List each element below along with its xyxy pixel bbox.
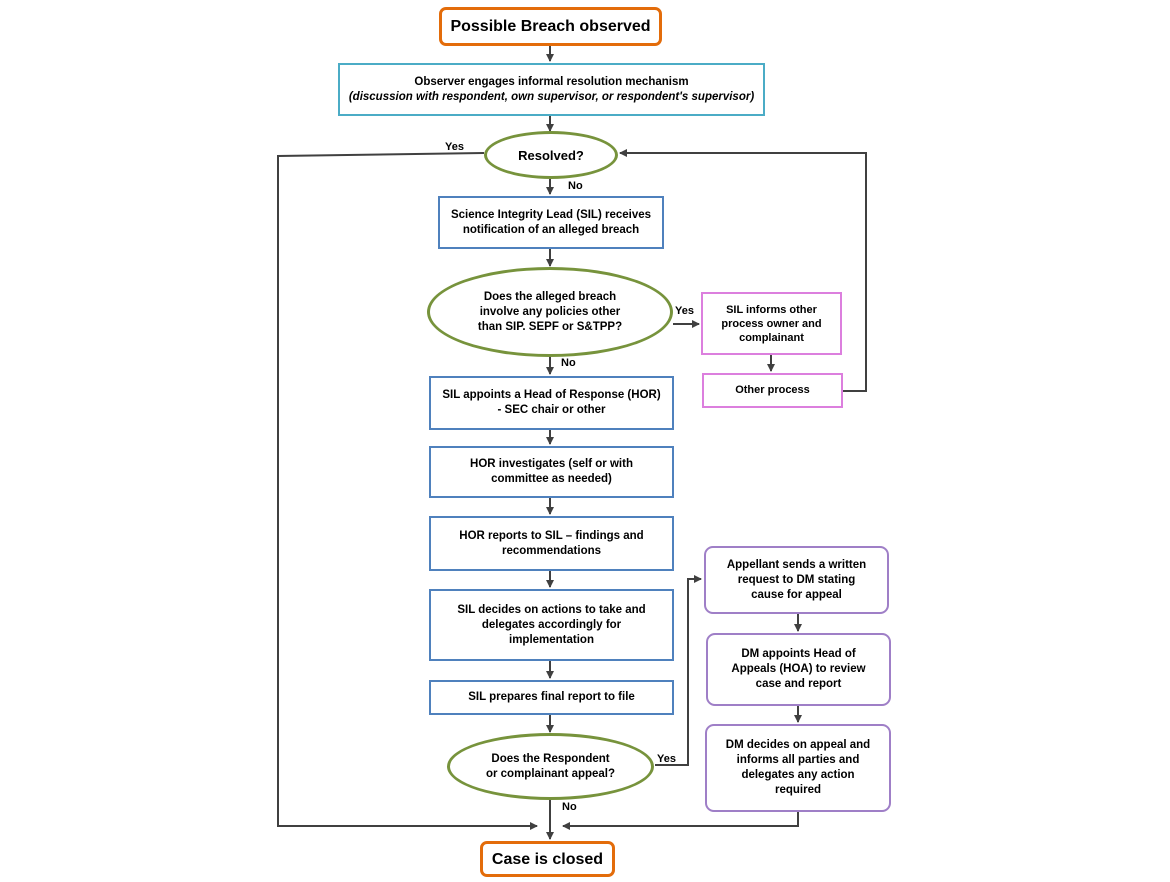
other-policies-decision: Does the alleged breach involve any poli… xyxy=(427,267,673,357)
other-process-node: Other process xyxy=(702,373,843,408)
start-node: Possible Breach observed xyxy=(439,7,662,46)
arrow-other-back-to-resolved xyxy=(619,149,867,392)
reports-text-1: HOR reports to SIL – findings and xyxy=(459,529,644,542)
informal-resolution-node: Observer engages informal resolution mec… xyxy=(338,63,765,116)
resolved-text: Resolved? xyxy=(518,147,584,163)
appeal-no-label: No xyxy=(562,801,577,813)
start-text: Possible Breach observed xyxy=(450,18,651,35)
dm-decides-text-2: informs all parties and xyxy=(736,754,860,766)
final-report-text: SIL prepares final report to file xyxy=(468,691,635,703)
sil-notified-text-2: notification of an alleged breach xyxy=(462,223,640,236)
sil-notified-text-1: Science Integrity Lead (SIL) receives xyxy=(450,208,652,221)
policies-text-1: Does the alleged breach xyxy=(483,290,617,303)
other-owner-text-2: process owner and xyxy=(721,317,822,330)
policies-text-2: involve any policies other xyxy=(479,305,621,318)
final-report-node: SIL prepares final report to file xyxy=(429,680,674,715)
hor-investigates-node: HOR investigates (self or with committee… xyxy=(429,446,674,498)
appeal-yes-label: Yes xyxy=(657,753,676,765)
investigates-text-1: HOR investigates (self or with xyxy=(470,458,633,470)
hoa-text-1: DM appoints Head of xyxy=(741,648,856,660)
resolved-decision: Resolved? xyxy=(484,131,618,179)
informal-text-1: Observer engages informal resolution mec… xyxy=(414,75,689,88)
other-process-text: Other process xyxy=(735,384,810,396)
other-owner-text-3: complainant xyxy=(739,331,804,344)
decides-text-1: SIL decides on actions to take and xyxy=(457,603,646,616)
policies-no-label: No xyxy=(561,357,576,369)
other-owner-node: SIL informs other process owner and comp… xyxy=(701,292,842,355)
resolved-yes-label: Yes xyxy=(445,141,464,153)
appellant-text-3: cause for appeal xyxy=(751,588,842,601)
policies-text-3: than SIP. SEPF or S&TPP? xyxy=(477,320,623,333)
appellant-request-node: Appellant sends a written request to DM … xyxy=(704,546,889,614)
appellant-text-1: Appellant sends a written xyxy=(726,558,867,571)
case-closed-node: Case is closed xyxy=(480,841,615,877)
other-owner-text-1: SIL informs other xyxy=(726,303,817,316)
appeal-q-text-2: or complainant appeal? xyxy=(485,767,616,780)
appoint-hor-text-2: - SEC chair or other xyxy=(497,404,606,416)
appoint-hoa-node: DM appoints Head of Appeals (HOA) to rev… xyxy=(706,633,891,706)
case-closed-text: Case is closed xyxy=(491,850,604,868)
sil-decides-node: SIL decides on actions to take and deleg… xyxy=(429,589,674,661)
investigates-text-2: committee as needed) xyxy=(491,473,612,485)
decides-text-2: delegates accordingly for xyxy=(481,618,622,631)
dm-decides-text-1: DM decides on appeal and xyxy=(725,739,871,751)
appoint-hor-text-1: SIL appoints a Head of Response (HOR) xyxy=(442,389,661,401)
hoa-text-2: Appeals (HOA) to review xyxy=(731,663,866,675)
dm-decides-text-3: delegates any action xyxy=(741,769,855,781)
resolved-no-label: No xyxy=(568,180,583,192)
policies-yes-label: Yes xyxy=(675,305,694,317)
arrow-appeal-yes-to-appellant xyxy=(655,575,702,766)
sil-notified-node: Science Integrity Lead (SIL) receives no… xyxy=(438,196,664,249)
hor-reports-node: HOR reports to SIL – findings and recomm… xyxy=(429,516,674,571)
arrow-dm-to-closed xyxy=(562,812,799,830)
appeal-decision: Does the Respondent or complainant appea… xyxy=(447,733,654,800)
appeal-q-text-1: Does the Respondent xyxy=(491,752,610,765)
dm-decides-node: DM decides on appeal and informs all par… xyxy=(705,724,891,812)
dm-decides-text-4: required xyxy=(774,784,821,796)
appellant-text-2: request to DM stating xyxy=(737,573,856,586)
hoa-text-3: case and report xyxy=(755,678,842,690)
informal-text-2: (discussion with respondent, own supervi… xyxy=(348,90,755,103)
reports-text-2: recommendations xyxy=(501,544,602,557)
arrow-resolved-yes-to-closed xyxy=(277,152,538,830)
appoint-hor-node: SIL appoints a Head of Response (HOR) - … xyxy=(429,376,674,430)
decides-text-3: implementation xyxy=(509,633,594,646)
